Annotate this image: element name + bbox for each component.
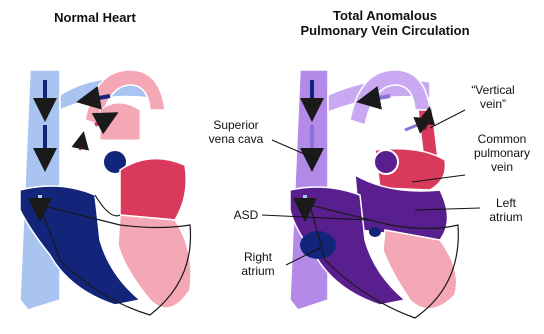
label-common-pulmonary-vein-2: pulmonary [462, 146, 542, 160]
label-superior-vena-cava-1: Superior [200, 118, 272, 132]
label-common-pulmonary-vein-3: vein [462, 160, 542, 174]
label-asd: ASD [228, 208, 264, 222]
label-common-pulmonary-vein-1: Common [462, 132, 542, 146]
label-vertical-vein-1: “Vertical [458, 83, 528, 97]
normal-heart-illustration [20, 70, 191, 315]
label-right-atrium-1: Right [230, 250, 286, 264]
label-superior-vena-cava-2: vena cava [200, 132, 272, 146]
label-left-atrium-2: atrium [478, 210, 534, 224]
label-left-atrium-1: Left [478, 196, 534, 210]
tapvc-heart-illustration [262, 70, 480, 318]
label-vertical-vein-2: vein” [458, 97, 528, 111]
label-right-atrium-2: atrium [230, 264, 286, 278]
